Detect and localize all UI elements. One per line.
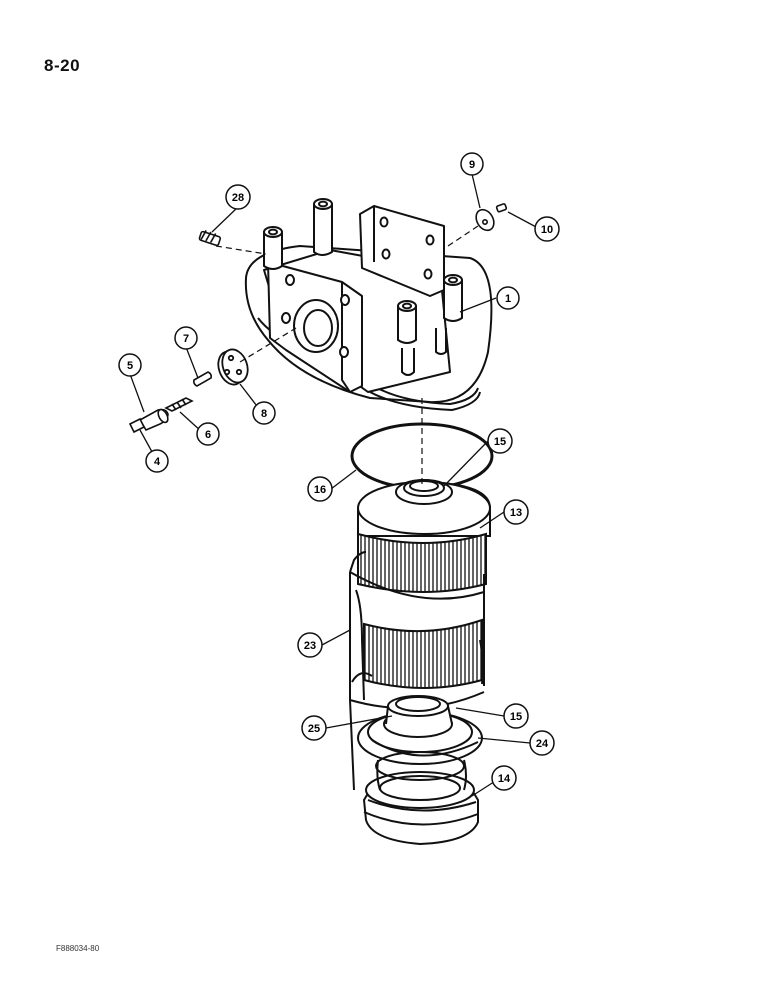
svg-text:8: 8 [261, 408, 267, 420]
callout-15-upper: 15 [487, 428, 513, 454]
bowl-base-part-14 [362, 751, 479, 846]
callout-13: 13 [503, 499, 529, 525]
pin-part-7 [193, 371, 212, 387]
svg-text:23: 23 [304, 640, 316, 652]
callout-7: 7 [174, 326, 198, 350]
callout-4: 4 [145, 449, 169, 473]
svg-text:5: 5 [127, 360, 133, 372]
svg-text:7: 7 [183, 333, 189, 345]
svg-text:6: 6 [205, 429, 211, 441]
callout-23: 23 [297, 632, 323, 658]
canister-part-23 [349, 551, 485, 791]
callout-25: 25 [301, 715, 327, 741]
callout-10: 10 [534, 216, 560, 242]
callout-6: 6 [196, 422, 220, 446]
svg-text:9: 9 [469, 159, 475, 171]
callout-15-lower: 15 [503, 703, 529, 729]
svg-text:15: 15 [510, 711, 522, 723]
cap-and-screw-parts-9-10 [475, 203, 508, 232]
svg-text:14: 14 [498, 773, 511, 785]
svg-text:28: 28 [232, 192, 244, 204]
svg-text:10: 10 [541, 224, 553, 236]
assembly-guide-lines [215, 225, 479, 488]
callout-5: 5 [118, 353, 142, 377]
filter-head [244, 198, 493, 411]
lower-seal-assembly-parts-15-24-25 [357, 695, 483, 765]
svg-text:24: 24 [536, 738, 549, 750]
callout-16: 16 [307, 476, 333, 502]
svg-text:16: 16 [314, 484, 326, 496]
svg-text:13: 13 [510, 507, 522, 519]
washer-part-8 [217, 348, 249, 386]
relief-valve-parts-4-5-6 [128, 397, 194, 434]
callout-1: 1 [496, 286, 520, 310]
page-number: 8-20 [44, 56, 81, 75]
svg-text:25: 25 [308, 723, 320, 735]
svg-text:1: 1 [505, 293, 511, 305]
svg-text:4: 4 [154, 456, 161, 468]
filter-element-part-13 [357, 479, 491, 689]
svg-text:15: 15 [494, 436, 506, 448]
set-screw-part-28 [198, 230, 222, 247]
callout-8: 8 [252, 401, 276, 425]
callout-9: 9 [460, 152, 484, 176]
callout-24: 24 [529, 730, 555, 756]
callout-14: 14 [491, 765, 517, 791]
callout-28: 28 [225, 184, 251, 210]
figure-code: F888034-80 [56, 944, 100, 953]
